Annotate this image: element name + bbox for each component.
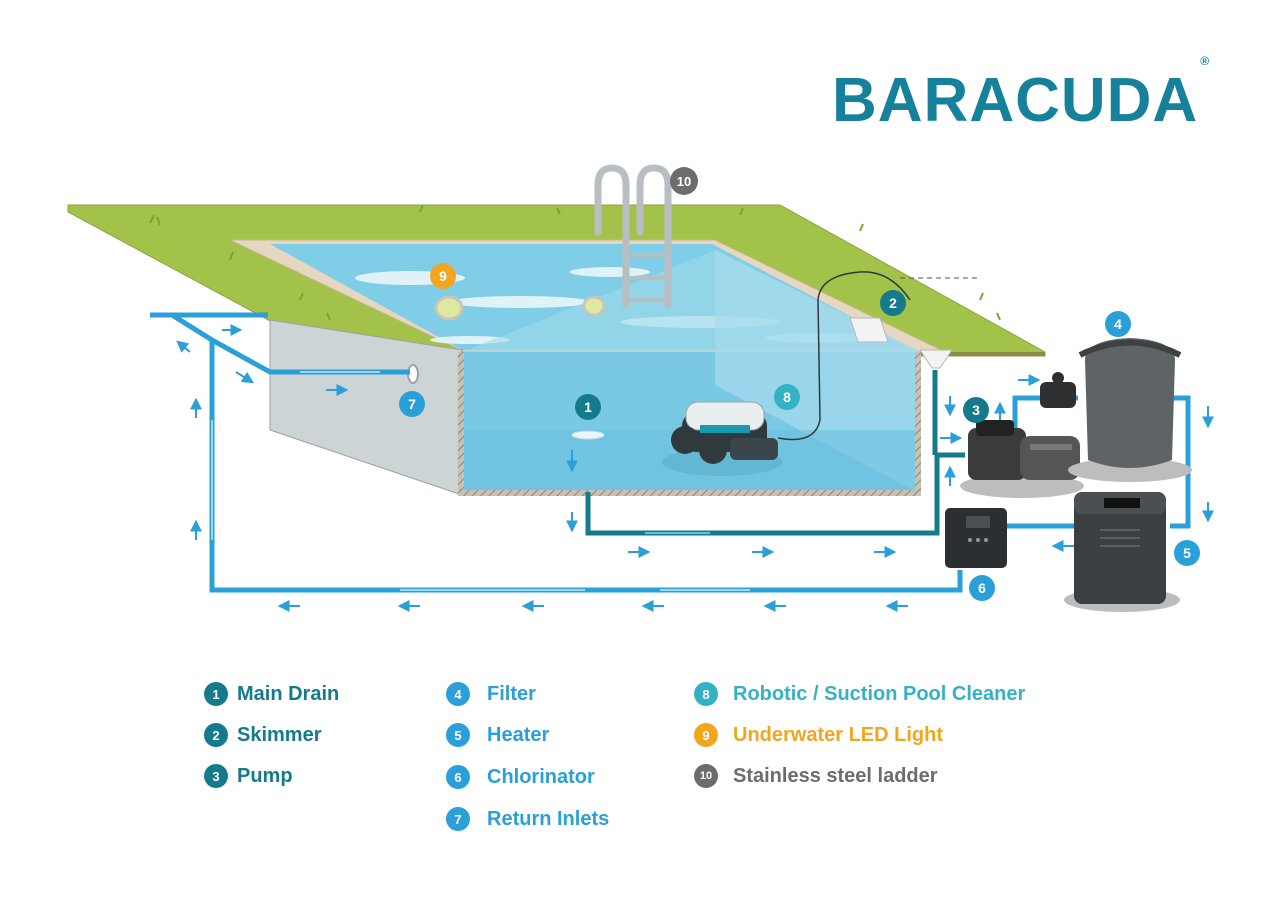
badge-10: 10 — [670, 167, 698, 195]
badge-6-circle — [969, 575, 995, 601]
suction-pipes — [585, 370, 965, 536]
filter — [1040, 338, 1192, 482]
badge-5: 5 — [1174, 540, 1200, 566]
badge-4: 4 — [1105, 311, 1131, 337]
badge-1: 1 — [575, 394, 601, 420]
heater — [1064, 492, 1180, 612]
badge-8: 8 — [774, 384, 800, 410]
badge-2: 2 — [880, 290, 906, 316]
badge-3: 3 — [963, 397, 989, 423]
badge-5-number: 5 — [1183, 545, 1191, 561]
badge-1-number: 1 — [584, 399, 592, 415]
ladder-steps — [626, 253, 668, 302]
stainless-ladder — [594, 164, 672, 309]
badge-6: 6 — [969, 575, 995, 601]
badge-3-number: 3 — [972, 402, 980, 418]
badge-2-number: 2 — [889, 295, 897, 311]
badge-4-circle — [1105, 311, 1131, 337]
chlorinator — [945, 508, 1007, 568]
pump — [960, 420, 1084, 498]
badge-7-circle — [399, 391, 425, 417]
flow-arrows — [176, 324, 1214, 612]
brand-name: BARACUDA — [832, 66, 1199, 135]
badge-7: 7 — [399, 391, 425, 417]
badge-9-circle — [430, 263, 456, 289]
cleaner-cable — [777, 271, 911, 441]
badge-4-number: 4 — [1114, 316, 1122, 332]
pool-left-wall — [269, 319, 463, 496]
return-pipe-highlights — [211, 371, 750, 591]
badge-3-circle — [963, 397, 989, 423]
skimmer — [849, 317, 953, 369]
baracuda-logo: BARACUDA® — [832, 55, 1209, 132]
registered-mark: ® — [1200, 54, 1211, 69]
badge-5-circle — [1174, 540, 1200, 566]
badge-7-number: 7 — [408, 396, 416, 412]
badge-6-number: 6 — [978, 580, 986, 596]
pool-wall-right-cut — [915, 352, 921, 495]
grass-tufts — [149, 204, 1001, 321]
badge-2-circle — [880, 290, 906, 316]
badge-9: 9 — [430, 263, 456, 289]
badge-8-circle — [774, 384, 800, 410]
badge-10-number: 10 — [677, 174, 691, 189]
badge-10-circle — [670, 167, 698, 195]
underwater-led-light — [434, 295, 606, 321]
main-drain — [571, 430, 605, 440]
badge-9-number: 9 — [439, 268, 447, 284]
pool-wall-left-cut — [458, 352, 464, 495]
badge-1-circle — [575, 394, 601, 420]
badge-8-number: 8 — [783, 389, 791, 405]
pool-floor-cut — [458, 490, 921, 496]
robotic-pool-cleaner — [662, 401, 782, 476]
